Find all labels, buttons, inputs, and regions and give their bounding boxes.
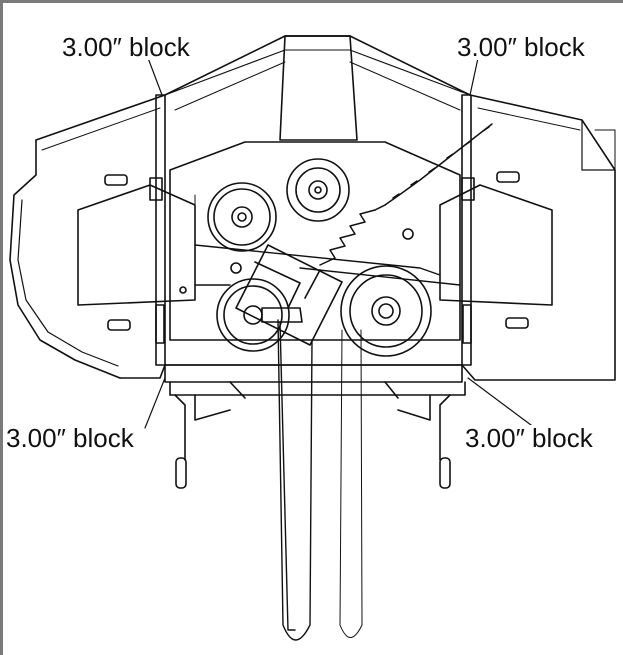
side-housings [77, 171, 553, 331]
front-rail [164, 364, 466, 399]
leader-lines [144, 57, 536, 429]
idler-assembly [216, 244, 343, 352]
center-chute [279, 35, 358, 141]
tension-spring [319, 204, 386, 266]
inner-cover [169, 141, 461, 341]
callout-bottom-right: 3.00″ block [465, 423, 593, 453]
chain [384, 123, 493, 206]
gauge-wheels [174, 394, 451, 489]
block-posts [149, 94, 475, 366]
pulley-main-right [340, 265, 432, 357]
pulley-upper-middle [286, 158, 350, 222]
callout-top-left: 3.00″ block [62, 32, 190, 62]
callout-bottom-left: 3.00″ block [6, 423, 134, 453]
pulley-upper-left [207, 182, 277, 252]
callout-top-right: 3.00″ block [457, 32, 585, 62]
belt [194, 244, 461, 641]
